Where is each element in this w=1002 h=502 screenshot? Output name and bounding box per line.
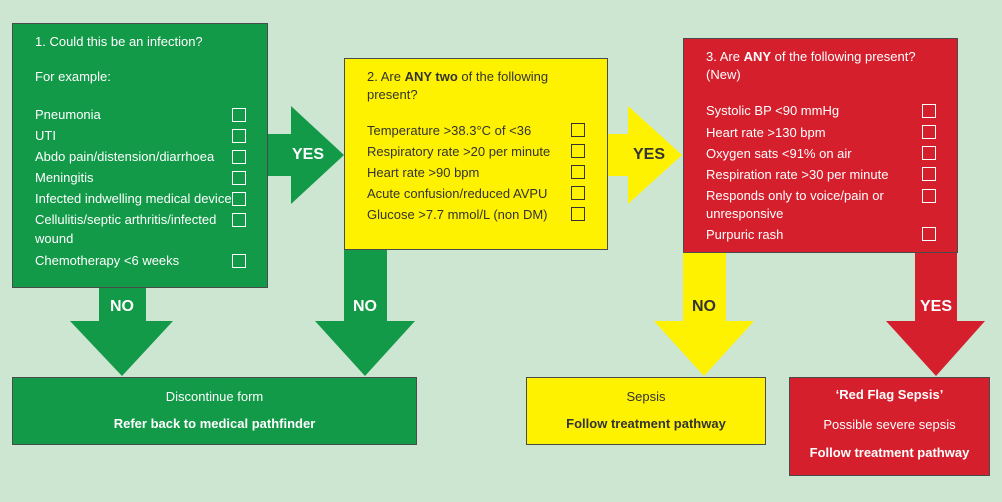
checkbox-glucose[interactable] — [571, 207, 585, 221]
arrow-no-2 — [315, 250, 415, 376]
box1-title: 1. Could this be an infection? — [35, 34, 203, 49]
arrow-no-3 — [654, 253, 754, 376]
label-no-3: NO — [692, 298, 716, 315]
box1-item-uti: UTI — [35, 128, 56, 143]
arrow-yes-3 — [886, 253, 985, 376]
box1-item-meningitis: Meningitis — [35, 170, 94, 185]
label-no-1: NO — [110, 298, 134, 315]
discontinue-outcome-box: Discontinue form Refer back to medical p… — [12, 377, 417, 445]
red-flag-sepsis-outcome-box: ‘Red Flag Sepsis’ Possible severe sepsis… — [789, 377, 990, 476]
checkbox-confusion[interactable] — [571, 186, 585, 200]
checkbox-pneumonia[interactable] — [232, 108, 246, 122]
box3-item-respiration: Respiration rate >30 per minute — [706, 167, 889, 182]
box2-item-confusion: Acute confusion/reduced AVPU — [367, 186, 548, 201]
red-flag-criteria-box: 3. Are ANY of the following present? (Ne… — [683, 38, 958, 253]
box1-item-chemo: Chemotherapy <6 weeks — [35, 253, 180, 268]
sirs-criteria-box: 2. Are ANY two of the following present?… — [344, 58, 608, 250]
infection-question-box: 1. Could this be an infection? For examp… — [12, 23, 268, 288]
checkbox-heart-rate-130[interactable] — [922, 125, 936, 139]
checkbox-abdo[interactable] — [232, 150, 246, 164]
box1-item-device: Infected indwelling medical device — [35, 191, 232, 206]
checkbox-purpuric[interactable] — [922, 227, 936, 241]
box2-item-resp-rate: Respiratory rate >20 per minute — [367, 144, 551, 159]
label-yes-2: YES — [632, 146, 665, 163]
box3-item-purpuric: Purpuric rash — [706, 227, 784, 242]
box3-item-responds-line2: unresponsive — [706, 206, 784, 221]
discontinue-line1: Discontinue form — [165, 389, 264, 404]
checkbox-systolic-bp[interactable] — [922, 104, 936, 118]
box1-item-pneumonia: Pneumonia — [35, 107, 101, 122]
arrow-no-1 — [70, 288, 173, 376]
discontinue-line2: Refer back to medical pathfinder — [113, 416, 316, 431]
redflag-line2: Possible severe sepsis — [823, 417, 956, 432]
box3-item-responds: Responds only to voice/pain or — [706, 188, 884, 203]
checkbox-device[interactable] — [232, 192, 246, 206]
box1-item-cellulitis-line2: wound — [35, 231, 74, 246]
checkbox-temperature[interactable] — [571, 123, 585, 137]
box1-item-cellulitis: Cellulitis/septic arthritis/infected — [35, 212, 217, 227]
arrow-yes-1 — [268, 106, 344, 204]
box2-item-temperature: Temperature >38.3°C of <36 — [367, 123, 532, 138]
label-no-2: NO — [353, 298, 377, 315]
redflag-line1: ‘Red Flag Sepsis’ — [835, 387, 944, 402]
box3-item-heart-rate: Heart rate >130 bpm — [706, 125, 826, 140]
box3-item-systolic-bp: Systolic BP <90 mmHg — [706, 103, 840, 118]
redflag-line3: Follow treatment pathway — [809, 445, 970, 460]
label-yes-1: YES — [291, 146, 324, 163]
box3-title: 3. Are ANY of the following present? — [706, 49, 916, 64]
box3-item-oxygen: Oxygen sats <91% on air — [706, 146, 852, 161]
checkbox-uti[interactable] — [232, 129, 246, 143]
box3-title-line2: (New) — [706, 67, 741, 82]
box2-item-heart-rate: Heart rate >90 bpm — [367, 165, 480, 180]
box2-title: 2. Are ANY two of the following — [367, 69, 549, 84]
checkbox-responds[interactable] — [922, 189, 936, 203]
checkbox-cellulitis[interactable] — [232, 213, 246, 227]
sepsis-line1: Sepsis — [626, 389, 666, 404]
sepsis-line2: Follow treatment pathway — [566, 416, 726, 431]
checkbox-resp-rate[interactable] — [571, 144, 585, 158]
arrow-yes-2 — [608, 106, 682, 204]
box2-item-glucose: Glucose >7.7 mmol/L (non DM) — [367, 207, 548, 222]
checkbox-meningitis[interactable] — [232, 171, 246, 185]
checkbox-respiration[interactable] — [922, 167, 936, 181]
sepsis-outcome-box: Sepsis Follow treatment pathway — [526, 377, 766, 445]
label-yes-3: YES — [919, 298, 952, 315]
box1-subtitle: For example: — [35, 69, 111, 84]
box2-title-line2: present? — [367, 87, 418, 102]
box1-item-abdo: Abdo pain/distension/diarrhoea — [35, 149, 215, 164]
checkbox-chemo[interactable] — [232, 254, 246, 268]
checkbox-heart-rate[interactable] — [571, 165, 585, 179]
checkbox-oxygen[interactable] — [922, 146, 936, 160]
